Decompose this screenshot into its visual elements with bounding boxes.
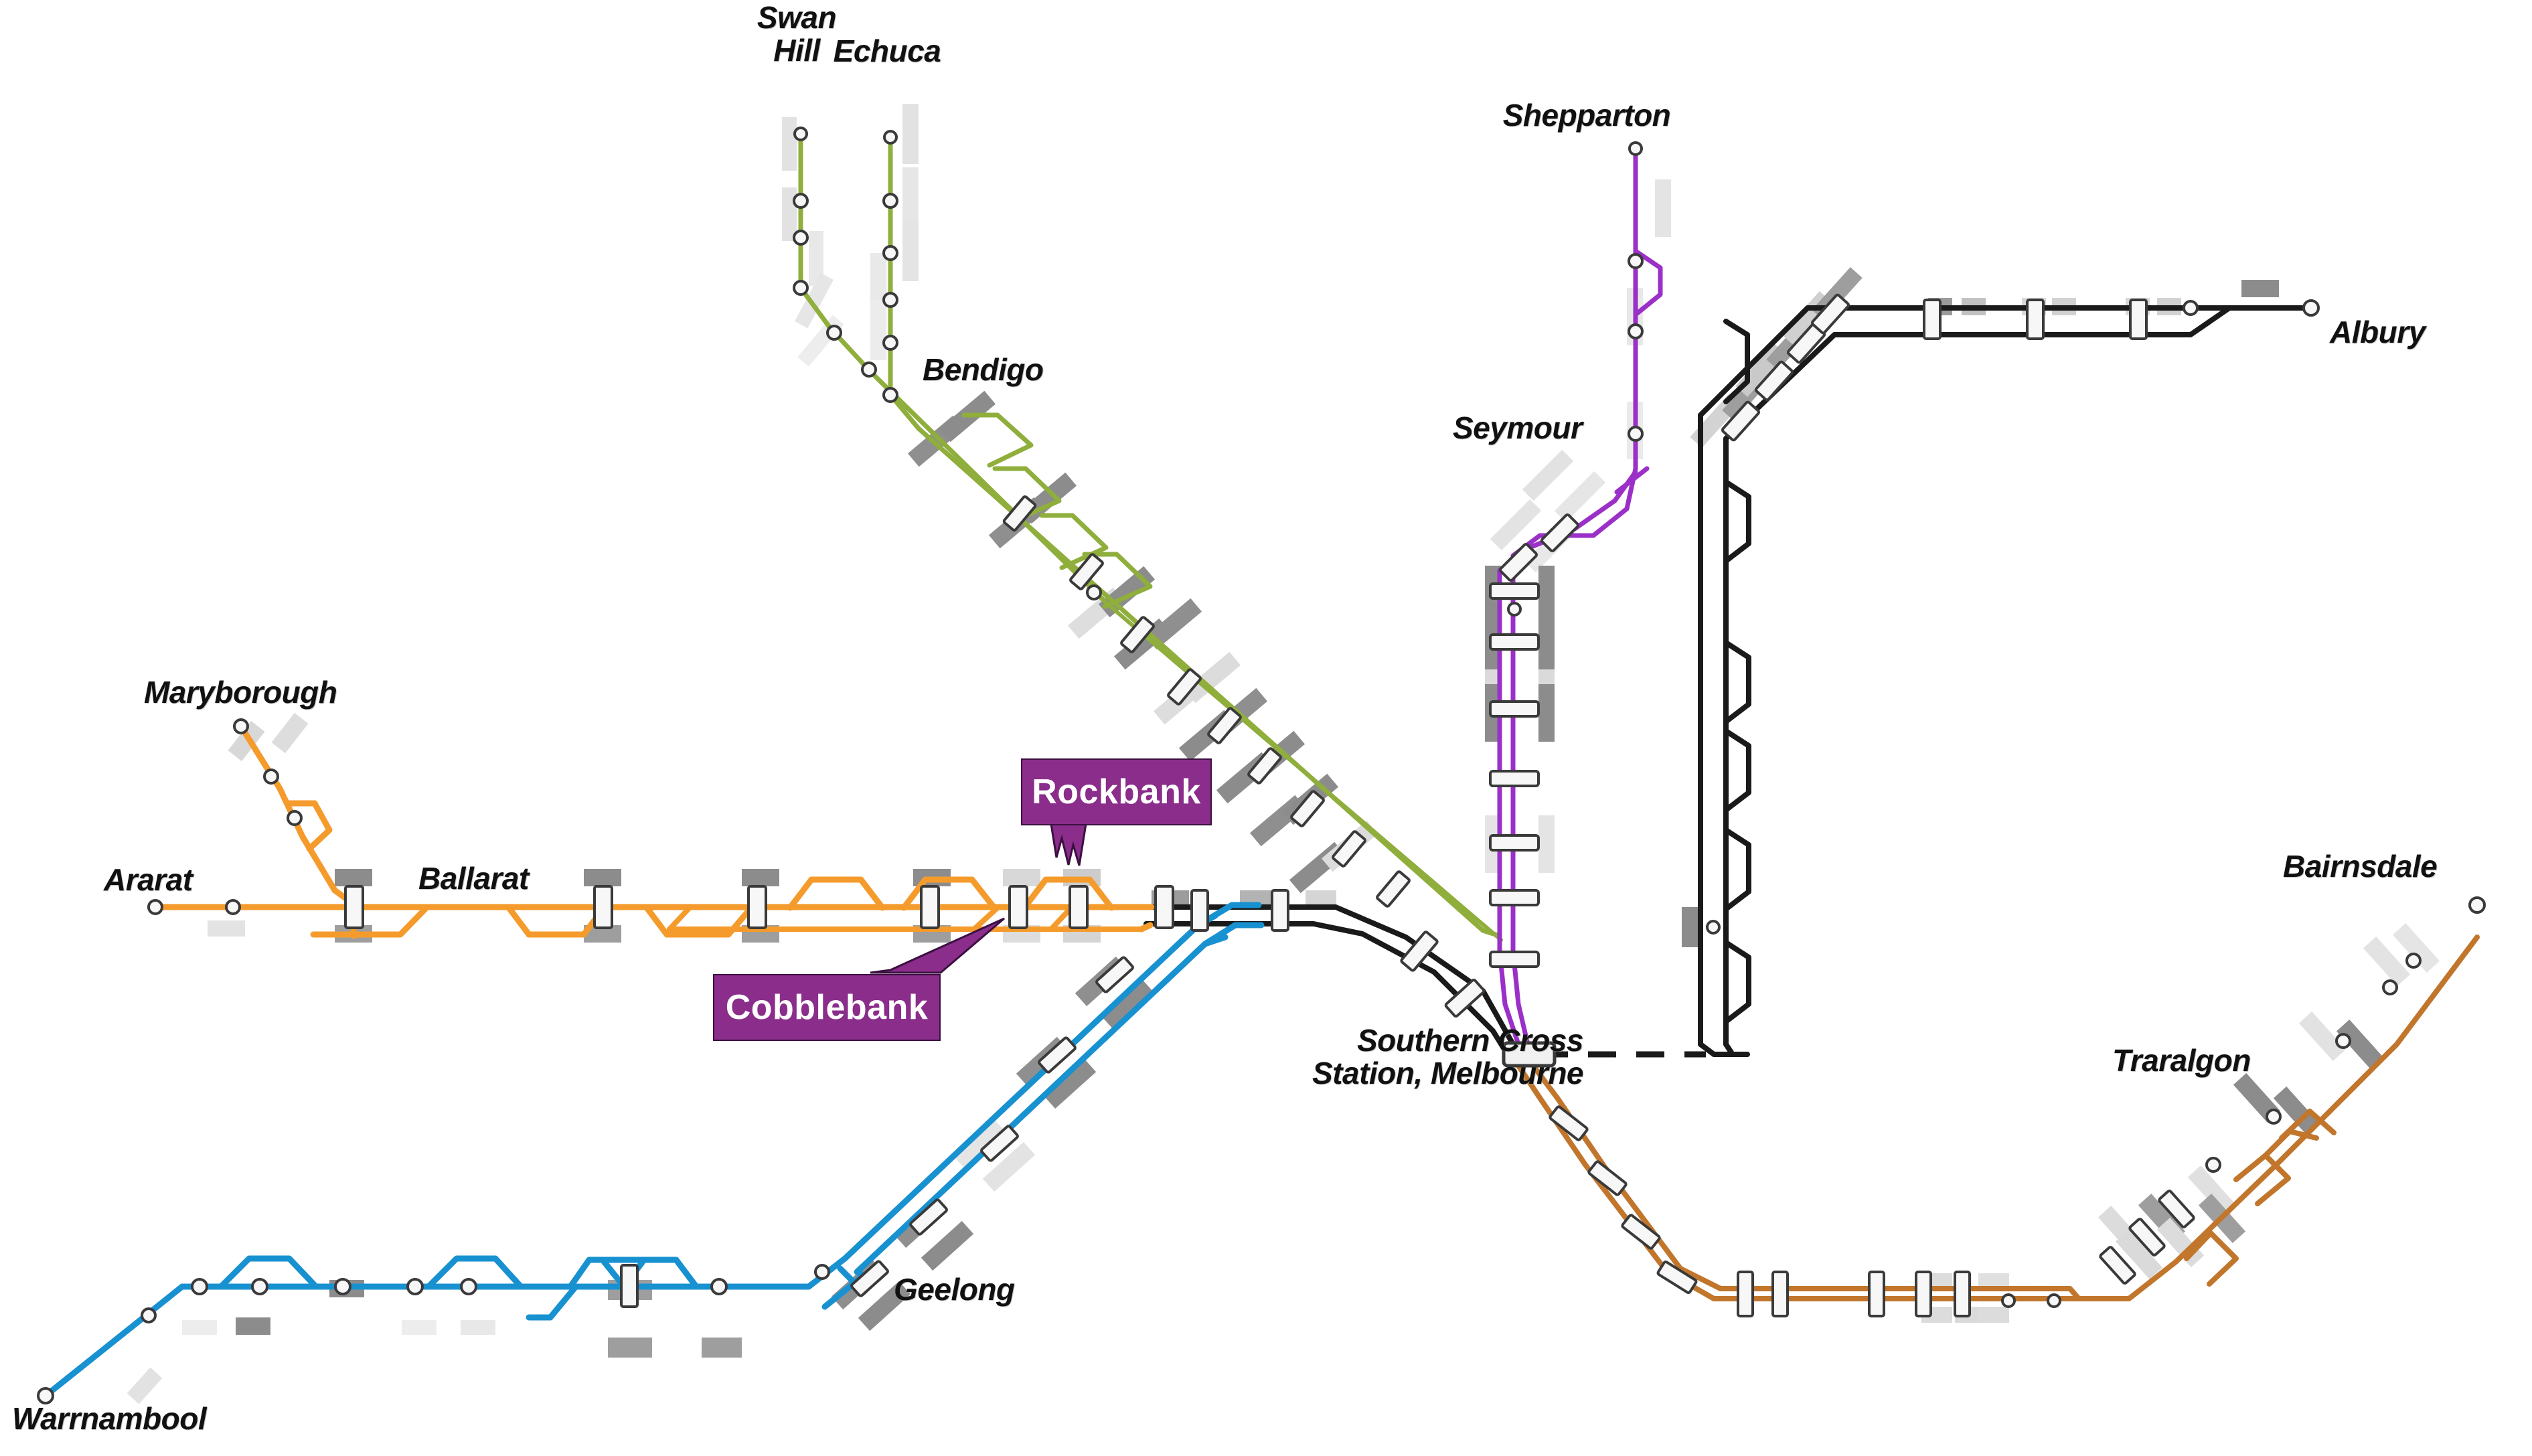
cobblebank-callout[interactable]: Cobblebank (713, 974, 941, 1041)
city-label-shepparton: Shepparton (1502, 98, 1671, 133)
terminus-albury (2302, 299, 2320, 317)
terminus-bairnsdale (2468, 896, 2486, 914)
city-label-bendigo: Bendigo (923, 352, 1044, 387)
cobblebank-callout-label: Cobblebank (725, 988, 929, 1027)
city-label-ballarat: Ballarat (418, 861, 529, 896)
gippsland-line (1516, 935, 2480, 1301)
city-label-traralgon: Traralgon (2112, 1043, 2251, 1078)
city-label-warrnambool: Warrnambool (12, 1401, 207, 1436)
city-label-bairnsdale: Bairnsdale (2283, 849, 2438, 884)
rockbank-callout-label: Rockbank (1032, 773, 1201, 811)
terminus-swan-hill (793, 127, 808, 141)
southern-cross-hub[interactable] (1502, 1041, 1557, 1068)
city-label-echuca: Echuca (833, 33, 941, 68)
city-label-maryborough: Maryborough (144, 675, 337, 710)
city-label-albury: Albury (2330, 315, 2426, 349)
terminus-shepparton (1628, 141, 1643, 156)
city-label-ararat: Ararat (104, 862, 193, 897)
station-markers-group (37, 127, 2486, 1404)
terminus-maryborough (233, 718, 249, 734)
city-label-seymour: Seymour (1453, 410, 1583, 445)
city-label-southern-cross: Southern Cross Station, Melbourne (1312, 1023, 1584, 1091)
terminus-warrnambool (37, 1387, 54, 1404)
terminus-echuca (883, 130, 898, 145)
rockbank-callout[interactable]: Rockbank (1021, 758, 1212, 825)
city-label-geelong: Geelong (894, 1272, 1015, 1307)
geelong-warrnambool-line (42, 902, 1265, 1399)
ballarat-ararat-maryborough-line (152, 723, 1155, 939)
terminus-ararat (147, 899, 163, 915)
city-label-swan-hill: Swan Hill (757, 0, 837, 68)
